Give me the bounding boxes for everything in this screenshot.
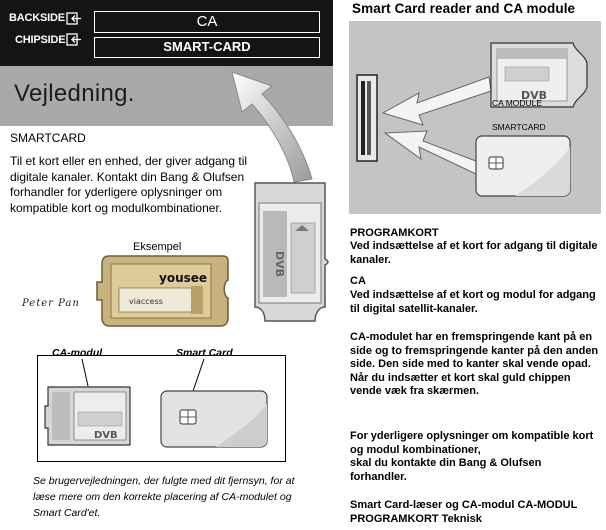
module-card-box: [37, 355, 286, 462]
programkort-text: Ved indsættelse af et kort for adgang ti…: [350, 240, 598, 266]
small-smart-card: [160, 390, 268, 448]
reader-figure: DVB CA MODULE SMARTCARD: [349, 21, 601, 214]
dvb-logo: DVB: [94, 430, 118, 441]
smart-card-caption: Smart Card: [176, 347, 233, 359]
small-ca-module: DVB: [44, 386, 131, 446]
signature: Peter Pan: [22, 298, 80, 309]
smartcard-label: SMARTCARD: [492, 122, 546, 132]
ca-heading: CA: [350, 275, 366, 287]
footer-caption: Se brugervejledningen, der fulgte med di…: [33, 475, 295, 519]
ca-module-label: CA MODULE: [492, 98, 543, 108]
page-title: Vejledning.: [14, 80, 135, 107]
right-title: Smart Card reader and CA module: [352, 1, 576, 16]
smartcard-paragraph: Til et kort eller en enhed, der giver ad…: [10, 154, 248, 215]
dvb-logo: DVB: [521, 89, 547, 102]
module-card-pointers: [81, 358, 205, 395]
slot-arrow-icon: [66, 33, 81, 46]
backside-label: BACKSIDE: [9, 12, 65, 24]
right-footer-text: Smart Card-læser og CA-modul CA-MODUL PR…: [350, 499, 578, 525]
ca-module-caption: CA-modul: [52, 347, 103, 359]
dvb-logo: DVB: [273, 251, 286, 277]
contact-text: For yderligere oplysninger om kompatible…: [350, 430, 594, 483]
right-ca-module: DVB: [490, 42, 588, 108]
chipside-label: CHIPSIDE: [15, 34, 66, 46]
ca-slot-label: CA: [196, 13, 218, 30]
right-smart-card: [475, 135, 571, 197]
smartcard-slot-label: SMART-CARD: [163, 39, 251, 54]
slot-banner: BACKSIDE CHIPSIDE CA SMART-CARD: [0, 0, 333, 66]
slot-arrow-icon: [66, 12, 81, 25]
module-brand: yousee: [159, 271, 207, 285]
example-ca-module: yousee viaccess: [96, 255, 229, 327]
ca-module-illustration: DVB: [254, 182, 329, 322]
curved-arrow-icon: [231, 71, 313, 183]
orientation-text: CA-modulet har en fremspringende kant på…: [350, 331, 599, 398]
example-label: Eksempel: [133, 241, 182, 253]
programkort-heading: PROGRAMKORT: [350, 227, 439, 239]
card-reader-slot: [356, 74, 378, 162]
module-sub-brand: viaccess: [129, 297, 163, 306]
smartcard-heading: SMARTCARD: [10, 131, 86, 145]
smartcard-slot: SMART-CARD: [94, 37, 320, 58]
ca-slot: CA: [94, 11, 320, 33]
ca-text: Ved indsættelse af et kort og modul for …: [350, 289, 596, 315]
